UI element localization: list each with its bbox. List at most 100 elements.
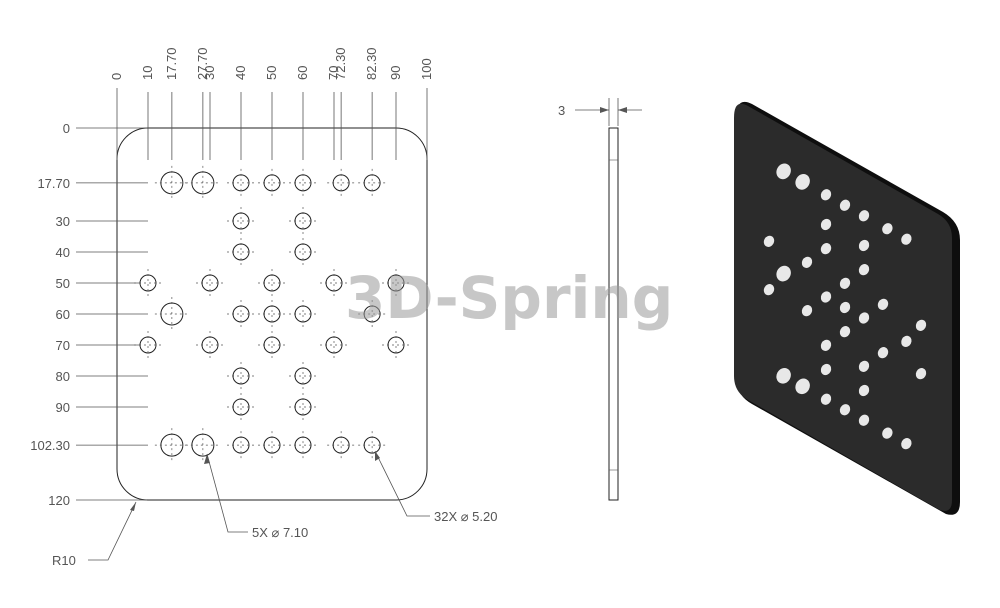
thickness-arrow-right (618, 107, 627, 113)
left-dim-label: 120 (48, 493, 70, 508)
top-dim-label: 90 (388, 66, 403, 80)
top-dim-label: 17.70 (164, 47, 179, 80)
small-hole (263, 336, 281, 354)
small-hole (232, 305, 250, 323)
top-dim-label: 0 (109, 73, 124, 80)
small-hole (294, 243, 312, 261)
small-hole (332, 436, 350, 454)
small-hole-3d (858, 312, 870, 324)
top-dim-label: 82.30 (364, 47, 379, 80)
large-hole-3d (795, 174, 810, 190)
small-hole-3d (882, 427, 893, 439)
small-hole-3d (858, 210, 870, 222)
left-dim-label: 40 (56, 245, 70, 260)
small-hole-3d (858, 239, 870, 252)
left-dim-label: 0 (63, 121, 70, 136)
small-hole (363, 174, 381, 192)
left-dim-label: 50 (56, 276, 70, 291)
small-hole (363, 436, 381, 454)
large-hole-arrow (204, 454, 210, 464)
hole-pattern (134, 165, 410, 463)
small-hole-3d (839, 277, 851, 289)
small-hole-callout: 32X ⌀ 5.20 (434, 509, 497, 524)
top-dim-label: 30 (202, 66, 217, 80)
small-hole (294, 305, 312, 323)
large-hole-3d (795, 378, 810, 395)
left-dim-label: 90 (56, 400, 70, 415)
small-hole-arrow (375, 451, 380, 461)
side-view-outline (608, 127, 619, 501)
small-hole (232, 436, 250, 454)
small-hole (232, 243, 250, 261)
small-hole-leader (374, 450, 430, 517)
radius-arrow (130, 502, 136, 511)
small-hole (263, 305, 281, 323)
large-hole-leader (206, 453, 248, 533)
small-hole (232, 367, 250, 385)
small-hole (232, 398, 250, 416)
small-hole (139, 336, 157, 354)
small-hole (325, 274, 343, 292)
large-hole-callout: 5X ⌀ 7.10 (252, 525, 308, 540)
small-hole-3d (763, 284, 775, 296)
left-dim-label: 17.70 (37, 176, 70, 191)
small-hole (325, 336, 343, 354)
small-hole-3d (839, 404, 851, 416)
small-hole-3d (801, 256, 813, 268)
plate-3d-holes (763, 163, 927, 450)
top-dim-label: 27.70 (195, 47, 210, 80)
small-hole-3d (858, 414, 870, 426)
small-hole (232, 174, 250, 192)
radius-leader (88, 501, 137, 561)
small-hole-3d (820, 243, 832, 255)
small-hole-3d (858, 264, 870, 276)
small-hole-3d (877, 347, 889, 359)
left-dim-label: 60 (56, 307, 70, 322)
small-hole (294, 174, 312, 192)
small-hole (139, 274, 157, 292)
watermark: 3D-Spring (345, 264, 673, 332)
small-hole-3d (820, 393, 832, 405)
left-dim-label: 30 (56, 214, 70, 229)
small-hole-3d (839, 199, 851, 211)
small-hole (387, 336, 405, 354)
small-hole (294, 367, 312, 385)
small-hole (201, 336, 219, 354)
left-dimension-group: 0 17.70 30 40 50 60 70 80 90 102.30 120 (30, 121, 148, 508)
large-hole-3d (776, 265, 791, 282)
small-hole-3d (901, 335, 912, 348)
small-hole-3d (820, 363, 832, 376)
top-dim-label: 70 (326, 66, 341, 80)
large-hole-3d (776, 367, 791, 384)
small-hole-3d (820, 291, 832, 303)
top-dim-label: 10 (140, 66, 155, 80)
small-hole (263, 174, 281, 192)
thickness-arrow-left (600, 107, 609, 113)
top-dim-label: 50 (264, 66, 279, 80)
left-dim-label: 102.30 (30, 438, 70, 453)
large-hole-3d (776, 163, 791, 180)
small-hole-3d (839, 301, 851, 314)
left-dim-label: 70 (56, 338, 70, 353)
small-hole-3d (858, 360, 870, 372)
small-hole-3d (820, 189, 832, 201)
small-hole-3d (801, 305, 813, 317)
small-hole-3d (763, 235, 775, 247)
small-hole-3d (877, 298, 889, 310)
small-hole-3d (901, 438, 912, 450)
small-hole (232, 212, 250, 230)
left-dim-label: 80 (56, 369, 70, 384)
top-dim-label: 72.30 (333, 47, 348, 80)
small-hole-3d (901, 233, 912, 245)
small-hole (294, 398, 312, 416)
small-hole (332, 174, 350, 192)
thickness-label: 3 (558, 103, 565, 118)
small-hole (294, 436, 312, 454)
top-dim-label: 60 (295, 66, 310, 80)
small-hole-3d (858, 384, 870, 397)
small-hole-3d (915, 319, 927, 331)
small-hole (294, 212, 312, 230)
small-hole-3d (882, 223, 893, 235)
